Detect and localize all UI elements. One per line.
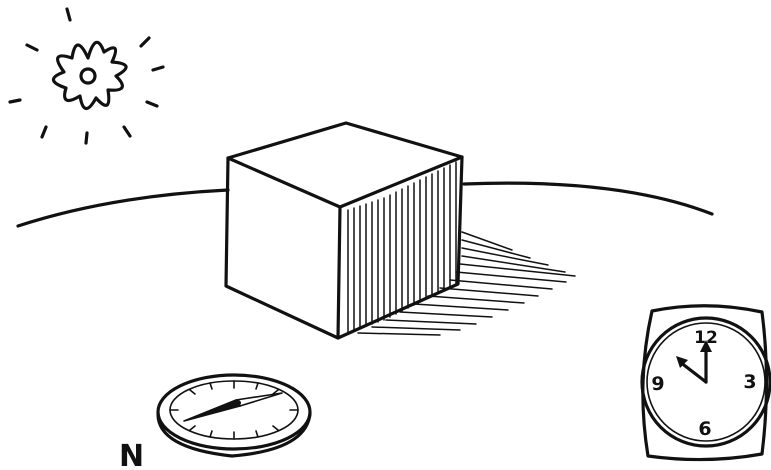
cube-shadow — [357, 231, 576, 336]
clock-numeral-6: 6 — [698, 418, 711, 440]
compass-ticks — [169, 380, 299, 440]
clock-numeral-3: 3 — [743, 371, 756, 393]
clock-numeral-12: 12 — [694, 328, 718, 348]
cube-illustration — [224, 121, 464, 340]
compass-north-label: N — [119, 439, 144, 470]
clock-icon — [640, 304, 771, 462]
clock-numeral-9: 9 — [651, 373, 664, 395]
cube-right-face-hatching — [347, 161, 457, 333]
horizon-line — [16, 181, 714, 228]
sun-icon — [8, 7, 165, 145]
compass-icon — [156, 373, 312, 458]
